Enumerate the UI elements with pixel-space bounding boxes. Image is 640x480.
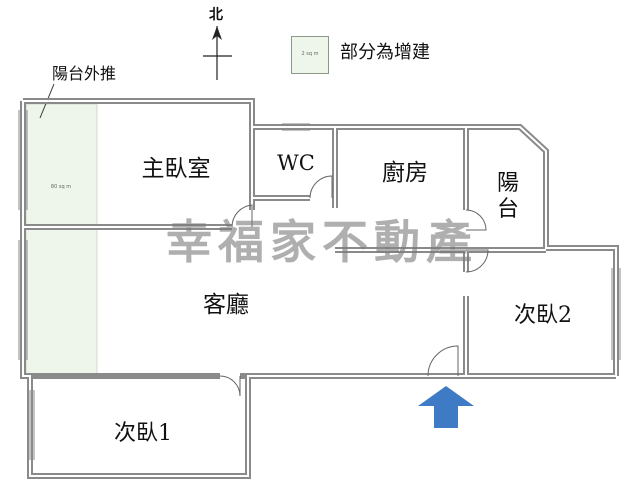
walls [20, 98, 619, 479]
north-arrow-icon [203, 26, 232, 80]
door-swings [219, 175, 489, 397]
entrance-arrow-icon [418, 386, 474, 428]
addition-area [25, 103, 98, 377]
wall-inner-lines [22, 100, 617, 477]
balcony-extension-label: 陽台外推 [52, 64, 117, 83]
room-bedroom1: 次臥1 [114, 421, 172, 446]
legend-swatch-text: 2 sq m [301, 51, 319, 57]
room-balcony-char2: 台 [497, 197, 519, 222]
north-label: 北 [209, 7, 223, 23]
room-wc: WC [277, 151, 315, 175]
watermark: 幸福家不動產 [166, 215, 478, 269]
room-kitchen: 廚房 [382, 160, 428, 186]
room-bedroom2: 次臥2 [514, 303, 572, 328]
room-master-bedroom: 主臥室 [142, 156, 211, 182]
room-balcony-char1: 陽 [497, 171, 519, 196]
addition-area-text: 80 sq m [51, 184, 71, 190]
windows [18, 110, 621, 460]
legend-swatch: 2 sq m [291, 36, 329, 74]
room-living-room: 客廳 [203, 292, 249, 318]
legend-label: 部分為增建 [340, 42, 430, 63]
